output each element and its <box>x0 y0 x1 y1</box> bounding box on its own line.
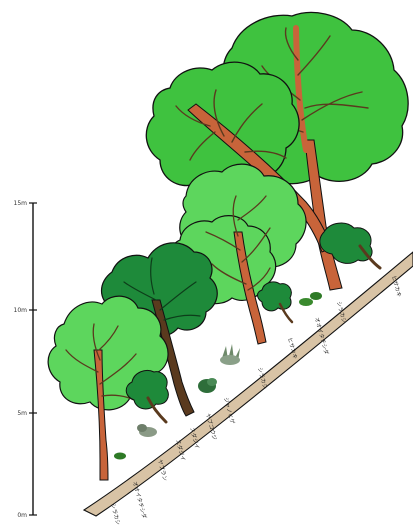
scale-tick-label: 5m <box>17 410 27 417</box>
species-label: ヒサカキ <box>390 275 402 298</box>
scale-tick-label: 10m <box>14 307 28 314</box>
scale-bar-icon <box>29 203 37 515</box>
fern-icon <box>137 424 157 437</box>
shrub-icon <box>258 282 293 322</box>
scale-tick-label: 15m <box>14 200 28 207</box>
grass-icon <box>220 344 240 365</box>
shrub-icon <box>198 378 217 393</box>
fern-icon <box>299 292 322 306</box>
fern-icon <box>114 453 126 460</box>
scale-tick-label: 0m <box>17 512 27 519</box>
species-label: オオイタチシダ <box>131 480 149 520</box>
species-label: シラカシ <box>109 503 121 526</box>
